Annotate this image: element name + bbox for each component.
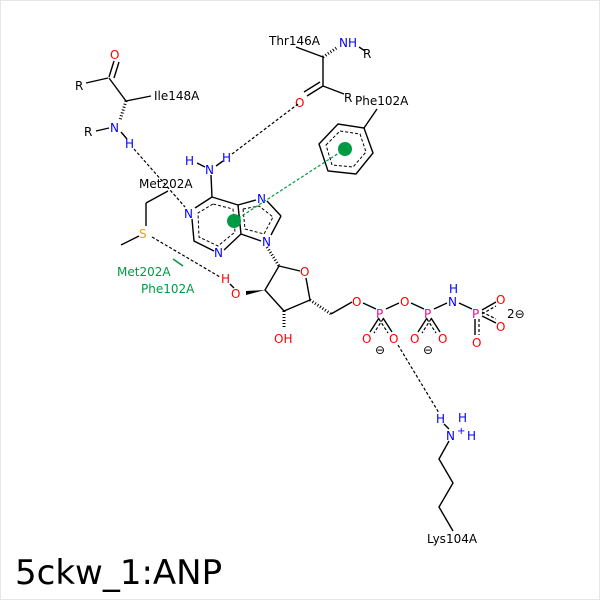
atom-o: O <box>362 332 371 346</box>
atom-n: N <box>446 429 455 443</box>
negative-charge: ⊖ <box>375 343 385 357</box>
atom-h: H <box>436 412 445 426</box>
atom-h: H <box>221 272 230 286</box>
atom-p: P <box>376 307 383 321</box>
atom-n: N <box>448 295 457 309</box>
atom-r: R <box>363 47 371 61</box>
hbond-line <box>231 103 299 155</box>
atom-h: H <box>185 154 194 168</box>
negative-charge: ⊖ <box>423 343 433 357</box>
hydrophobic-label-met202a: Met202A <box>117 265 171 279</box>
atom-o: O <box>389 332 398 346</box>
charge-label: 2⊖ <box>507 307 525 321</box>
residue-label-lys104a: Lys104A <box>427 532 478 546</box>
atom-n: N <box>214 246 223 260</box>
atom-s: S <box>139 227 147 241</box>
atom-n: N <box>205 163 214 177</box>
hbond-line <box>133 148 186 208</box>
atom-h: H <box>125 137 134 151</box>
atom-p: P <box>424 307 431 321</box>
atom-h: H <box>449 282 458 296</box>
residue-label-met202a: Met202A <box>139 177 193 191</box>
residue-label-thr146a: Thr146A <box>268 34 321 48</box>
ligand-phosphate-chain: O P O P N H P O O O O O O O ⊖ ⊖ 2⊖ <box>352 282 525 357</box>
residue-thr146a: Thr146A NH R O R <box>268 34 371 110</box>
atom-r: R <box>344 91 352 105</box>
atom-o: O <box>352 295 361 309</box>
diagram-title: 5ckw_1:ANP <box>15 553 223 593</box>
atom-o: O <box>300 265 309 279</box>
atom-o: O <box>496 293 505 307</box>
atom-o: O <box>410 332 419 346</box>
positive-charge: + <box>457 426 465 437</box>
atom-n: N <box>184 207 193 221</box>
atom-r: R <box>75 79 83 93</box>
residue-lys104a: H H N + H Lys104A <box>427 411 478 546</box>
hydrophobic-label-phe102a: Phe102A <box>141 282 195 296</box>
atom-o: O <box>438 332 447 346</box>
atom-o: O <box>400 295 409 309</box>
residue-label-phe102a: Phe102A <box>355 94 409 108</box>
atom-o: O <box>472 336 481 350</box>
pi-stacking-line <box>233 148 346 222</box>
atom-o: O <box>496 320 505 334</box>
residue-ile148a: O R Ile148A N R H <box>75 48 200 151</box>
residue-label-ile148a: Ile148A <box>154 89 200 103</box>
atom-n: N <box>257 192 266 206</box>
residue-phe102a: Phe102A <box>318 94 409 175</box>
ligand-adenine: N H H N N N N <box>184 151 282 260</box>
atom-n: N <box>262 235 271 249</box>
atom-nh: NH <box>339 36 357 50</box>
ligand-ribose: O O H OH <box>221 246 353 346</box>
residue-met202a: Met202A S <box>120 177 193 246</box>
atom-oh: OH <box>274 332 292 346</box>
atom-o: O <box>110 48 119 62</box>
hbond-line <box>151 236 221 278</box>
atom-p: P <box>472 307 479 321</box>
atom-o: O <box>231 287 240 301</box>
atom-n: N <box>110 121 119 135</box>
interactions: Met202A Phe102A <box>117 103 440 414</box>
hbond-line <box>397 344 440 414</box>
atom-o: O <box>295 96 304 110</box>
atom-h: H <box>458 411 467 425</box>
atom-h: H <box>222 151 231 165</box>
hydrophobic-contact-mark <box>172 258 184 267</box>
atom-h: H <box>467 429 476 443</box>
atom-r: R <box>84 125 92 139</box>
